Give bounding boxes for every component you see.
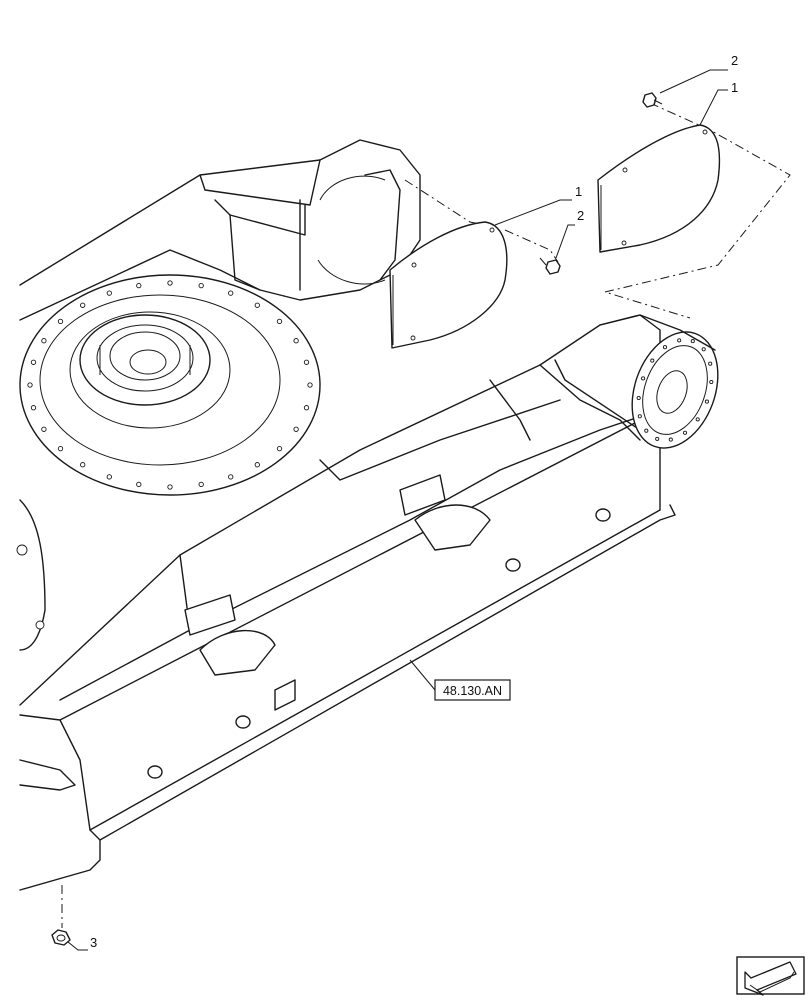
callout-1-upper: 1 (731, 80, 738, 95)
callout-3: 3 (90, 935, 97, 950)
bolt-hole (293, 338, 299, 344)
bolt-upper (642, 92, 663, 108)
bolt-hole (228, 474, 234, 480)
bolt-hole (30, 405, 37, 411)
idler-hole (682, 430, 688, 435)
idler-hole (701, 347, 706, 352)
idler-hole (677, 338, 682, 343)
bolt-hole (80, 302, 86, 308)
bolt-hole (254, 462, 260, 468)
leader-lines (67, 69, 728, 951)
idler-hole (655, 436, 660, 441)
callout-2-upper: 2 (731, 53, 738, 68)
bolt-hole (276, 318, 283, 325)
bolt-hole (57, 445, 64, 452)
bolt-hole (198, 481, 204, 488)
bolt-hole (293, 426, 299, 432)
bolt-hole (136, 282, 142, 289)
frame-bosses (147, 508, 611, 779)
idler-hole (650, 358, 655, 363)
bolt-hole (57, 318, 64, 325)
bolt-hole (106, 290, 112, 296)
reference-label[interactable]: 48.130.AN (434, 679, 511, 701)
undercarriage-frame (16, 139, 719, 891)
bolt-hole (106, 474, 112, 480)
cover-plate-left (389, 221, 508, 349)
bolt-hole (303, 405, 310, 411)
idler-hole (668, 437, 673, 442)
idler-hole (644, 428, 649, 433)
idler-hole (636, 395, 641, 401)
bolt-hole (276, 445, 283, 452)
bolt-hole (41, 426, 47, 432)
callout-1-middle: 1 (575, 184, 582, 199)
turntable-bolt-holes (27, 280, 714, 490)
bolt-hole (27, 382, 33, 388)
idler-hole (708, 361, 713, 366)
bolt-middle (539, 257, 561, 275)
nut-lower (51, 929, 71, 946)
idler-hole (662, 345, 668, 350)
idler-hole (690, 339, 695, 344)
callout-2-middle: 2 (577, 208, 584, 223)
bolt-hole (198, 282, 204, 289)
bolt-hole (41, 338, 47, 344)
bolt-hole (167, 484, 173, 490)
cover-plate-right (597, 124, 721, 253)
next-page-arrow-icon[interactable] (736, 956, 805, 996)
bolt-hole (254, 302, 260, 308)
reference-label-text: 48.130.AN (443, 684, 502, 698)
bolt-hole (167, 280, 173, 286)
bolt-hole (30, 359, 37, 365)
idler-hole (641, 376, 646, 381)
idler-hole (709, 379, 714, 385)
bolt-hole (80, 462, 86, 468)
bolt-hole (303, 359, 310, 365)
idler-hole (695, 417, 700, 422)
bolt-hole (228, 290, 234, 296)
idler-hole (704, 399, 709, 404)
bolt-hole (136, 481, 142, 488)
idler-hole (637, 414, 642, 419)
bolt-hole (307, 382, 313, 388)
